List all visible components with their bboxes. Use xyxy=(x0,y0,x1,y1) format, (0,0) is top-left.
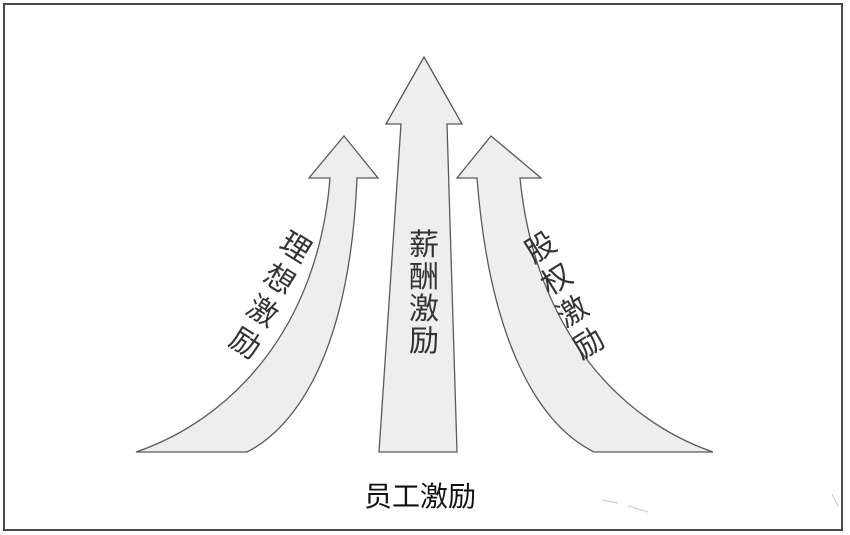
arrow-ideal-shape xyxy=(135,134,380,453)
arrow-salary-char-2: 酬 xyxy=(409,260,439,295)
diagram-caption: 员工激励 xyxy=(364,480,476,513)
decorative-strokes xyxy=(601,493,839,513)
arrow-salary: 薪 酬 激 励 xyxy=(378,55,464,453)
arrow-salary-label: 薪 酬 激 励 xyxy=(409,228,439,359)
arrow-salary-char-4: 励 xyxy=(409,324,439,359)
arrow-salary-char-3: 激 xyxy=(409,292,439,327)
arrow-salary-char-1: 薪 xyxy=(409,228,439,263)
arrow-salary-shape xyxy=(378,55,464,453)
arrow-equity-shape xyxy=(455,135,714,453)
